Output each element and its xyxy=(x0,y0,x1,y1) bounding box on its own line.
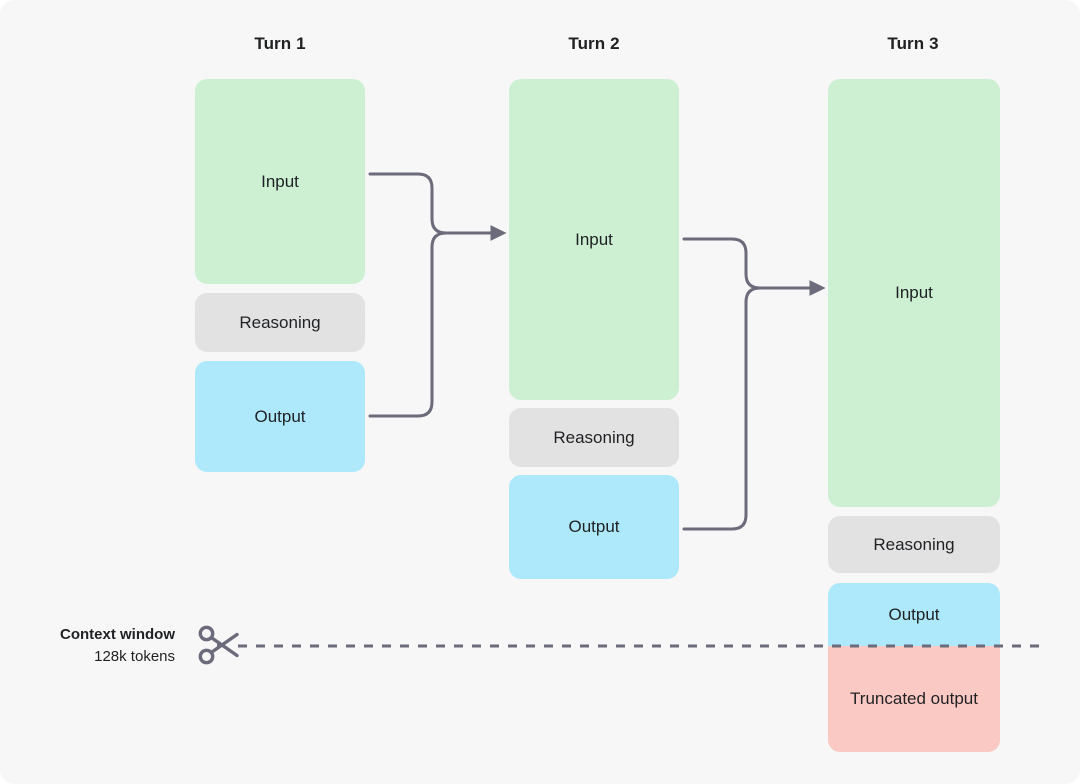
column-header-turn-3: Turn 3 xyxy=(887,34,939,53)
turn-1-input-block: Input xyxy=(195,79,365,284)
turn-1-output-block: Output xyxy=(195,361,365,472)
turn-2-input-block: Input xyxy=(509,79,679,400)
context-window-title: Context window xyxy=(60,626,175,643)
connector-turn2-input-to-turn3 xyxy=(682,237,792,290)
connector-turn1-output-to-turn2 xyxy=(368,231,478,418)
context-window-label: Context window 128k tokens xyxy=(0,624,175,668)
turn-1-reasoning-block: Reasoning xyxy=(195,293,365,352)
turn-2-reasoning-block: Reasoning xyxy=(509,408,679,467)
scissors-icon xyxy=(198,625,239,665)
connector-turn2-output-to-turn3 xyxy=(682,286,792,531)
context-window-subtitle: 128k tokens xyxy=(94,647,175,665)
turn-3-input-block: Input xyxy=(828,79,1000,507)
turn-2-output-block: Output xyxy=(509,475,679,579)
turn-3-output-block: Output xyxy=(828,583,1000,646)
turn-3-reasoning-block: Reasoning xyxy=(828,516,1000,573)
column-header-turn-2: Turn 2 xyxy=(568,34,620,53)
column-header-turn-1: Turn 1 xyxy=(254,34,306,53)
turn-3-truncated-output-block: Truncated output xyxy=(828,646,1000,752)
connector-turn1-input-to-turn2 xyxy=(368,172,478,235)
